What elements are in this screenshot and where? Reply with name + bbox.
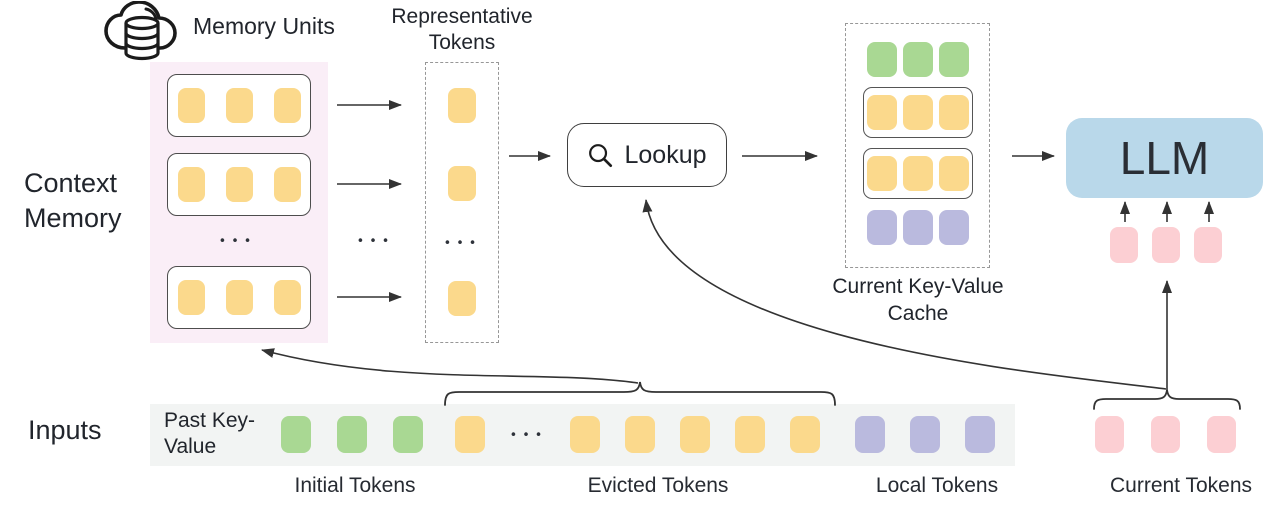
evicted-tokens-brace <box>444 381 836 406</box>
context-memory-label: Context Memory <box>24 168 122 233</box>
initial-token <box>281 416 311 453</box>
representative-token <box>448 166 476 201</box>
current-token <box>1207 416 1236 453</box>
representative-token <box>448 88 476 123</box>
representative-tokens-label: Representative Tokens <box>391 5 533 54</box>
current-token-upper <box>1194 227 1222 263</box>
evicted-token <box>570 416 600 453</box>
cloud-database-icon <box>104 1 177 61</box>
ellipsis-dots: ••• <box>358 232 396 248</box>
cache-initial-token <box>867 42 897 77</box>
memory-unit-row <box>167 153 311 216</box>
representative-token <box>448 281 476 316</box>
memory-token <box>273 88 301 123</box>
current-token-upper <box>1152 227 1180 263</box>
ellipsis-dots: ••• <box>445 234 483 250</box>
llm-box: LLM <box>1066 118 1263 198</box>
kv-cache-box <box>845 23 990 268</box>
memory-token <box>225 280 253 315</box>
memory-unit-row <box>167 74 311 137</box>
local-token <box>855 416 885 453</box>
memory-units-label: Memory Units <box>193 13 335 39</box>
current-token-upper <box>1110 227 1138 263</box>
evicted-token <box>680 416 710 453</box>
memory-unit-row <box>167 266 311 329</box>
cache-memory-token <box>903 95 933 130</box>
cache-memory-token <box>867 156 897 191</box>
memory-token <box>177 280 205 315</box>
initial-token <box>337 416 367 453</box>
cache-initial-row <box>863 42 973 77</box>
evicted-token <box>625 416 655 453</box>
kv-cache-label: Current Key-Value Cache <box>832 275 1004 325</box>
cache-memory-unit-row <box>863 87 973 138</box>
ellipsis-dots: ••• <box>220 232 258 248</box>
memory-token <box>225 88 253 123</box>
local-token <box>910 416 940 453</box>
cache-memory-token <box>867 95 897 130</box>
ellipsis-dots: ••• <box>511 426 549 442</box>
current-tokens-label: Current Tokens <box>1109 474 1253 497</box>
evicted-token <box>455 416 485 453</box>
local-tokens-label: Local Tokens <box>875 474 999 497</box>
memory-token <box>225 167 253 202</box>
inputs-label: Inputs <box>28 415 102 445</box>
memory-token <box>177 88 205 123</box>
cache-local-token <box>903 210 933 245</box>
memory-token <box>177 167 205 202</box>
cache-initial-token <box>903 42 933 77</box>
representative-tokens-box: ••• <box>425 62 499 343</box>
evicted-tokens-label: Evicted Tokens <box>587 474 729 497</box>
cache-memory-unit-row <box>863 148 973 199</box>
cache-memory-token <box>939 95 969 130</box>
cache-local-token <box>939 210 969 245</box>
llm-label: LLM <box>1119 132 1210 184</box>
context-memory-panel: ••• <box>150 62 328 343</box>
lookup-button: Lookup <box>567 123 727 187</box>
local-token <box>965 416 995 453</box>
cache-local-token <box>867 210 897 245</box>
current-token <box>1095 416 1124 453</box>
evicted-token <box>735 416 765 453</box>
memory-token <box>273 280 301 315</box>
memory-token <box>273 167 301 202</box>
cache-local-row <box>863 210 973 245</box>
cache-initial-token <box>939 42 969 77</box>
current-tokens-brace <box>1093 389 1241 410</box>
lookup-label: Lookup <box>624 140 707 169</box>
evicted-to-memory-curve <box>261 348 639 384</box>
cache-memory-token <box>903 156 933 191</box>
search-icon <box>589 143 613 167</box>
initial-token <box>393 416 423 453</box>
past-kv-label: Past Key-Value <box>164 409 256 458</box>
current-token <box>1151 416 1180 453</box>
cache-memory-token <box>939 156 969 191</box>
evicted-token <box>790 416 820 453</box>
initial-tokens-label: Initial Tokens <box>294 474 416 497</box>
